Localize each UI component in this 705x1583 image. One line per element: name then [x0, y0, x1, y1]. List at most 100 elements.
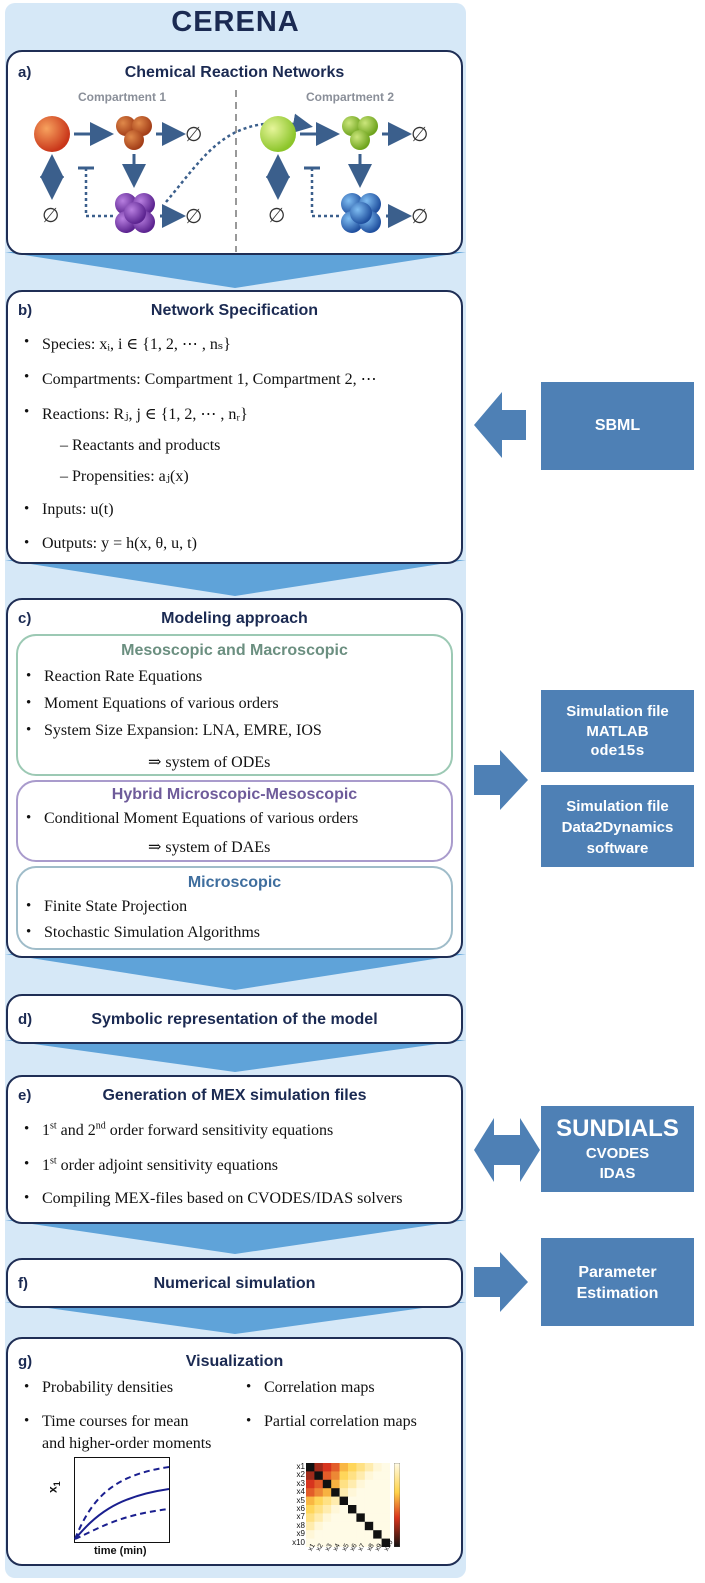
heatmap-cell: [322, 1513, 332, 1523]
compartment-2-label: Compartment 2: [306, 90, 395, 104]
heatmap-row-label: x7: [296, 1512, 305, 1522]
list-item: Correlation maps: [246, 1379, 375, 1397]
list-item: Stochastic Simulation Algorithms: [26, 924, 260, 942]
heatmap-cell: [364, 1513, 374, 1523]
panel-heading: Symbolic representation of the model: [91, 1011, 378, 1028]
panel-label: d): [18, 1011, 33, 1028]
heatmap-cell: [348, 1538, 357, 1547]
heatmap-cell: [314, 1521, 324, 1531]
heatmap-cell: [381, 1471, 390, 1481]
list-item: Time courses for mean: [24, 1413, 188, 1431]
sundials-bidirectional-arrow-icon: [474, 1118, 540, 1182]
heatmap-cell: [381, 1463, 390, 1472]
panel-label: a): [18, 64, 32, 81]
heatmap-cell: [348, 1513, 357, 1523]
heatmap-cell: [339, 1496, 349, 1506]
list-item: System Size Expansion: LNA, EMRE, IOS: [26, 722, 322, 740]
heatmap-cell: [364, 1488, 374, 1497]
list-item: Reaction Rate Equations: [26, 668, 202, 686]
heatmap-cell: [306, 1496, 315, 1506]
svg-text:∅: ∅: [411, 122, 428, 146]
heatmap-cell: [381, 1488, 390, 1497]
heatmap-cell: [356, 1530, 366, 1539]
heatmap-row-label: x1: [296, 1462, 305, 1471]
heatmap-cell: [339, 1479, 349, 1489]
heatmap-cell: [331, 1538, 340, 1547]
heatmap-cell: [331, 1521, 340, 1531]
heatmap-cell: [364, 1505, 374, 1514]
heatmap-cell: [331, 1488, 340, 1497]
reaction-network-diagram: ∅ ∅ ∅ ∅ ∅ ∅: [34, 90, 428, 252]
sub-item: – Reactants and products: [60, 437, 221, 454]
heatmap-cell: [348, 1521, 357, 1531]
heatmap-cell: [331, 1496, 340, 1506]
heatmap-cell: [339, 1530, 349, 1539]
compartment-1-label: Compartment 1: [78, 90, 167, 104]
heatmap-cell: [381, 1530, 390, 1539]
box-heading: Mesoscopic and Macroscopic: [121, 642, 348, 659]
heatmap-cell: [373, 1521, 382, 1531]
heatmap-cell: [339, 1488, 349, 1497]
panel-heading: Numerical simulation: [153, 1275, 316, 1292]
heatmap-cell: [348, 1530, 357, 1539]
flow-chevron-a-b: [5, 252, 466, 288]
heatmap-cell: [306, 1513, 315, 1523]
box-heading: Microscopic: [187, 874, 282, 891]
correlation-heatmap: [306, 1463, 390, 1547]
time-course-plot: [74, 1457, 170, 1543]
heatmap-cell: [381, 1538, 390, 1547]
heatmap-cell: [339, 1538, 349, 1547]
heatmap-cell: [381, 1521, 390, 1531]
heatmap-cell: [364, 1479, 374, 1489]
heatmap-cell: [356, 1488, 366, 1497]
heatmap-cell: [348, 1463, 357, 1472]
panel-chemical-reaction-networks: a) Chemical Reaction Networks Compartmen…: [6, 50, 463, 255]
box-heading: Hybrid Microscopic-Mesoscopic: [111, 786, 358, 803]
panel-mex-generation: e) Generation of MEX simulation files 1s…: [6, 1075, 463, 1224]
panel-heading: Generation of MEX simulation files: [102, 1087, 367, 1104]
heatmap-cell: [314, 1471, 324, 1481]
flow-chevron-b-c: [5, 560, 466, 596]
heatmap-cell: [322, 1530, 332, 1539]
panel-label: e): [18, 1087, 32, 1104]
heatmap-cell: [373, 1463, 382, 1472]
heatmap-cell: [373, 1513, 382, 1523]
heatmap-cell: [348, 1471, 357, 1481]
heatmap-cell: [314, 1505, 324, 1514]
list-item: Moment Equations of various orders: [26, 695, 279, 713]
panel-modeling-approach: c) Modeling approach Mesoscopic and Macr…: [6, 598, 463, 958]
heatmap-cell: [364, 1530, 374, 1539]
panel-label: f): [18, 1275, 28, 1292]
flow-chevron-f-g: [5, 1302, 466, 1334]
list-item: Probability densities: [24, 1379, 173, 1397]
list-item: Species: xᵢ, i ∈ {1, 2, ⋯ , nₛ}: [24, 334, 231, 354]
list-item: Outputs: y = h(x, θ, u, t): [24, 535, 197, 553]
heatmap-cell: [306, 1505, 315, 1514]
complex-orange: [116, 116, 152, 150]
panel-label: b): [18, 302, 33, 319]
result-text: ⇒ system of ODEs: [148, 754, 271, 771]
simulation-file-matlab-box: Simulation file MATLAB ode15s: [541, 690, 694, 772]
heatmap-cell: [356, 1538, 366, 1547]
heatmap-cell: [381, 1513, 390, 1523]
lower-bound-curve: [74, 1508, 170, 1540]
complex-blue: [341, 193, 381, 233]
heatmap-row-label: x3: [296, 1478, 305, 1488]
svg-text:∅: ∅: [268, 203, 285, 227]
heatmap-cell: [339, 1505, 349, 1514]
svg-text:∅: ∅: [185, 204, 202, 228]
heatmap-cell: [381, 1496, 390, 1506]
mesoscopic-macroscopic-box: Mesoscopic and Macroscopic Reaction Rate…: [16, 634, 453, 776]
heatmap-cell: [306, 1471, 315, 1481]
heatmap-cell: [314, 1496, 324, 1506]
panel-visualization: g) Visualization Probability densities T…: [6, 1337, 463, 1566]
heatmap-cell: [322, 1479, 332, 1489]
sbml-input-arrow-icon: [474, 392, 526, 458]
heatmap-cell: [322, 1496, 332, 1506]
heatmap-colorbar: [394, 1463, 400, 1547]
microscopic-box: Microscopic Finite State Projection Stoc…: [16, 866, 453, 950]
heatmap-cell: [373, 1538, 382, 1547]
list-item-continuation: and higher-order moments: [42, 1435, 212, 1452]
svg-text:∅: ∅: [42, 203, 59, 227]
